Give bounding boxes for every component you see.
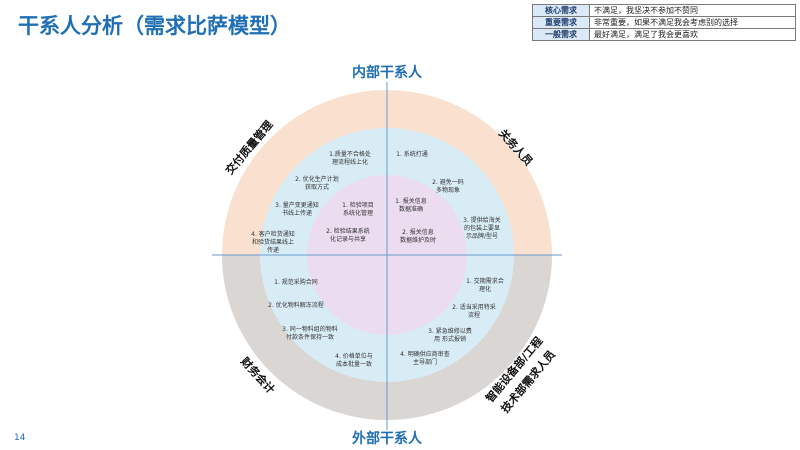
requirement-item: 1. 检验项目系统化管理 [342, 201, 374, 217]
requirement-item: 2. 优化生产计划获取方式 [295, 175, 339, 191]
requirement-item: 1. 交期需求合理化 [466, 277, 504, 293]
requirement-item: 3. 紧急维修以费用 形式报销 [428, 327, 472, 343]
axis-label-top: 内部干系人 [352, 64, 423, 81]
requirement-item: 2. 适当采用特采流程 [452, 303, 496, 319]
page-number: 14 [14, 433, 26, 443]
requirement-item: 3. 量产变更通知书线上传递 [275, 201, 319, 217]
requirement-item: 2. 避免一码多物现象 [432, 178, 464, 194]
requirement-item: 3. 同一物料组的物料付款条件保持一致 [282, 325, 338, 341]
page-title: 干系人分析（需求比萨模型） [18, 14, 291, 38]
requirement-items: 1.质量不合格处理流程线上化 2. 优化生产计划获取方式 3. 量产变更通知书线上传… [251, 150, 504, 368]
legend-desc: 最好满足，满足了我会更喜欢 [589, 28, 796, 41]
requirement-item: 1.质量不合格处理流程线上化 [329, 150, 371, 166]
legend-row: 一般需求 最好满足，满足了我会更喜欢 [532, 28, 796, 41]
requirement-item: 2. 报关信息数据维护及时 [400, 228, 436, 244]
requirement-item: 3. 提供给海关的包装上要显示品牌/型号 [463, 216, 501, 240]
requirement-item: 2. 优化物料解冻流程 [268, 301, 324, 309]
requirement-item: 4. 客户检货通知和验货结果线上传递 [251, 230, 295, 254]
legend-table: 核心需求 不满足，我坚决不参加不赞同 重要需求 非常重要，如果不满足我会考虑别的… [532, 4, 796, 41]
axis-label-bottom: 外部干系人 [352, 430, 423, 447]
requirement-item: 2. 检验结果系统化记录与共享 [326, 227, 370, 243]
requirement-item: 4. 明确供应商审查主导部门 [400, 350, 450, 366]
requirement-item: 1. 报关信息数据准确 [395, 197, 427, 213]
requirement-item: 1. 规范采购合同 [274, 278, 318, 286]
requirement-item: 1. 系统打通 [396, 150, 428, 158]
requirement-item: 4. 价格单位与成本批量一致 [335, 352, 373, 368]
